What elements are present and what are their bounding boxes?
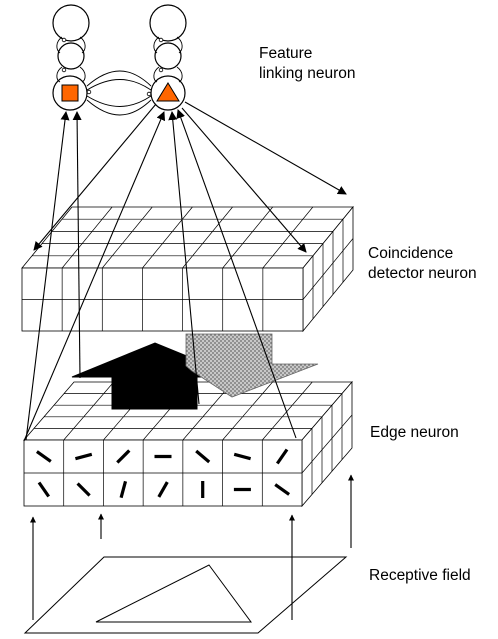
edge-orientation-bar xyxy=(35,450,52,463)
edge-orientation-bar xyxy=(157,481,169,498)
connection-arrows xyxy=(23,101,354,620)
label-coincidence-line2: detector neuron xyxy=(368,265,477,282)
grid-line xyxy=(302,238,354,300)
edge-orientation-bar xyxy=(274,483,291,496)
edge-orientation-bar xyxy=(74,452,93,461)
grid-line xyxy=(142,206,193,269)
top-left-upper-circle xyxy=(52,4,90,42)
diagram-labels: Feature linking neuron Coincidence detec… xyxy=(259,45,477,584)
mid-right-circle xyxy=(154,42,182,70)
label-receptive-field: Receptive field xyxy=(369,567,471,584)
edge-grid-lines xyxy=(24,381,353,506)
edge-orientation-bar xyxy=(275,448,289,465)
label-feature-line2: linking neuron xyxy=(259,65,356,82)
grid-line xyxy=(262,206,314,269)
top-right-upper-circle xyxy=(149,4,187,42)
neuron-loops xyxy=(56,36,183,116)
receptive-field-plane xyxy=(23,556,348,634)
grid-line xyxy=(301,414,353,474)
label-feature-line1: Feature xyxy=(259,45,312,62)
grid-line xyxy=(182,206,233,269)
grid-line xyxy=(262,381,313,441)
mid-left-circle xyxy=(57,42,85,70)
grid-line xyxy=(61,206,113,269)
synapse-dots xyxy=(61,37,164,97)
edge-orientation-bar xyxy=(233,452,252,461)
coincidence-neuron-layer xyxy=(21,205,354,333)
receptive-field-triangle xyxy=(95,564,252,623)
label-edge-neuron: Edge neuron xyxy=(370,424,459,441)
orange-square-icon xyxy=(61,84,79,102)
edge-orientation-bar xyxy=(76,482,91,497)
label-coincidence-line1: Coincidence xyxy=(368,245,453,262)
orange-triangle-icon xyxy=(156,82,180,102)
edge-orientation-bars xyxy=(35,448,291,499)
edge-orientation-bar xyxy=(116,449,131,464)
grid-line xyxy=(63,381,114,441)
edge-orientation-bar xyxy=(37,481,51,498)
edge-orientation-bar xyxy=(195,449,211,464)
edge-orientation-bar xyxy=(119,480,128,499)
grid-line xyxy=(222,381,273,441)
grid-line xyxy=(102,206,153,269)
